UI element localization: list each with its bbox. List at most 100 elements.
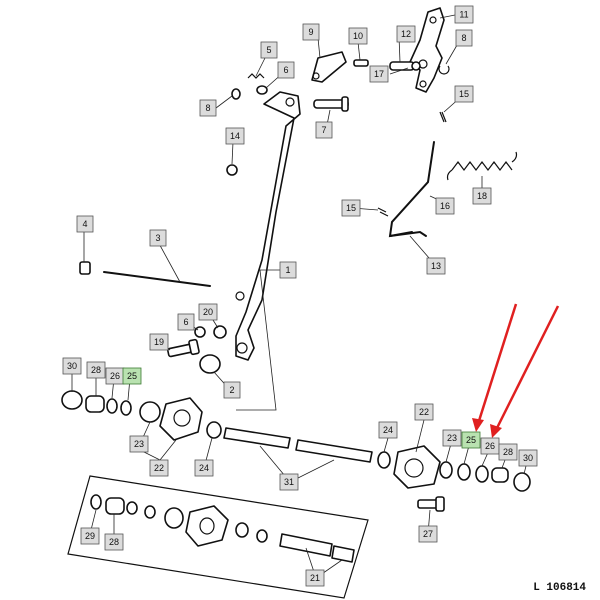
washer-part-26a	[106, 398, 118, 414]
washer-part-bottom-2	[144, 505, 156, 519]
bushing-part-28c	[105, 497, 125, 515]
callout-9: 9	[302, 23, 320, 41]
svg-text:24: 24	[199, 463, 209, 473]
callout-16: 16	[435, 197, 455, 215]
callout-29: 29	[80, 527, 100, 545]
seal-part-24a	[206, 421, 222, 439]
callout-2: 2	[223, 381, 241, 399]
svg-text:15: 15	[459, 89, 469, 99]
spring-part-18	[446, 151, 518, 181]
callout-25a: 25	[122, 367, 142, 385]
rod-part-3	[103, 271, 211, 287]
svg-text:4: 4	[82, 219, 87, 229]
arrow-icon	[472, 303, 518, 432]
bracket-part-22a	[159, 397, 203, 441]
svg-text:7: 7	[321, 125, 326, 135]
callout-15b: 15	[341, 199, 361, 217]
svg-text:29: 29	[85, 531, 95, 541]
svg-text:26: 26	[110, 371, 120, 381]
ring-part-25b	[457, 463, 471, 481]
callout-8a: 8	[455, 29, 473, 47]
svg-text:30: 30	[523, 453, 533, 463]
svg-text:17: 17	[374, 69, 384, 79]
detail-frame	[67, 475, 369, 599]
link-part-9	[311, 51, 347, 83]
callout-22a: 22	[149, 459, 169, 477]
svg-text:6: 6	[283, 65, 288, 75]
shaft-part-31b	[295, 439, 373, 463]
washer-part-bottom-4	[256, 529, 268, 543]
callout-25b: 25	[461, 431, 481, 449]
callout-11: 11	[454, 5, 474, 24]
bushing-part-bottom-3	[164, 507, 184, 529]
svg-text:23: 23	[447, 433, 457, 443]
callout-27: 27	[418, 525, 438, 543]
callout-6a: 6	[277, 61, 295, 79]
callout-8b: 8	[199, 99, 217, 117]
callout-21: 21	[305, 569, 325, 587]
svg-text:28: 28	[503, 447, 513, 457]
bolt-part-19	[167, 338, 200, 358]
callout-24a: 24	[194, 459, 214, 477]
callout-12: 12	[396, 25, 416, 43]
callout-15a: 15	[454, 85, 474, 103]
seal-part-bottom	[235, 522, 249, 538]
knob-part-2	[199, 354, 221, 374]
svg-text:12: 12	[401, 29, 411, 39]
svg-text:23: 23	[134, 439, 144, 449]
callout-18: 18	[472, 187, 492, 205]
lever-part-1	[235, 91, 301, 361]
svg-text:22: 22	[154, 463, 164, 473]
svg-text:8: 8	[205, 103, 210, 113]
callout-28a: 28	[86, 361, 106, 379]
cap-part-30a	[61, 390, 83, 410]
callout-20: 20	[198, 303, 218, 321]
callout-23b: 23	[442, 429, 462, 447]
callout-23a: 23	[129, 435, 149, 453]
callout-1: 1	[279, 261, 297, 279]
svg-text:21: 21	[310, 573, 320, 583]
drawing-code: L 106814	[533, 582, 586, 594]
callout-28c: 28	[104, 533, 124, 551]
callout-7: 7	[315, 121, 333, 139]
callout-3: 3	[149, 229, 167, 247]
bushing-part-28b	[491, 467, 509, 483]
bushing-part-23a	[139, 401, 161, 423]
callout-28b: 28	[498, 443, 518, 461]
seal-part-24b	[377, 451, 391, 469]
cap-part-30b	[513, 472, 531, 492]
callout-10: 10	[348, 27, 368, 45]
callout-17: 17	[369, 65, 389, 83]
svg-text:18: 18	[477, 191, 487, 201]
bracket-part-22b	[393, 445, 441, 489]
svg-text:9: 9	[308, 27, 313, 37]
svg-text:28: 28	[91, 365, 101, 375]
rod-part-16	[388, 141, 435, 238]
callout-19: 19	[149, 333, 169, 351]
svg-text:6: 6	[183, 317, 188, 327]
callout-26a: 26	[105, 367, 125, 385]
ring-part-25a	[120, 400, 132, 416]
shaft-part-31a	[223, 427, 291, 449]
nut-part-20	[213, 325, 227, 339]
bushing-part-28a	[85, 395, 105, 413]
shaft-part-21a	[279, 533, 333, 557]
svg-text:26: 26	[485, 441, 495, 451]
svg-text:24: 24	[383, 425, 393, 435]
svg-text:2: 2	[229, 385, 234, 395]
callout-22b: 22	[414, 403, 434, 421]
svg-text:20: 20	[203, 307, 213, 317]
cotter-part-15b	[377, 207, 389, 217]
callout-26b: 26	[480, 437, 500, 455]
washer-part-6b	[194, 326, 206, 338]
svg-text:15: 15	[346, 203, 356, 213]
shaft-part-21b	[331, 545, 355, 563]
washer-part-26b	[475, 465, 489, 483]
svg-text:19: 19	[154, 337, 164, 347]
svg-text:13: 13	[431, 261, 441, 271]
bolt-part-27	[417, 496, 445, 512]
washer-part-23b	[439, 461, 453, 479]
pin-part-7	[313, 96, 349, 112]
svg-text:31: 31	[284, 477, 294, 487]
